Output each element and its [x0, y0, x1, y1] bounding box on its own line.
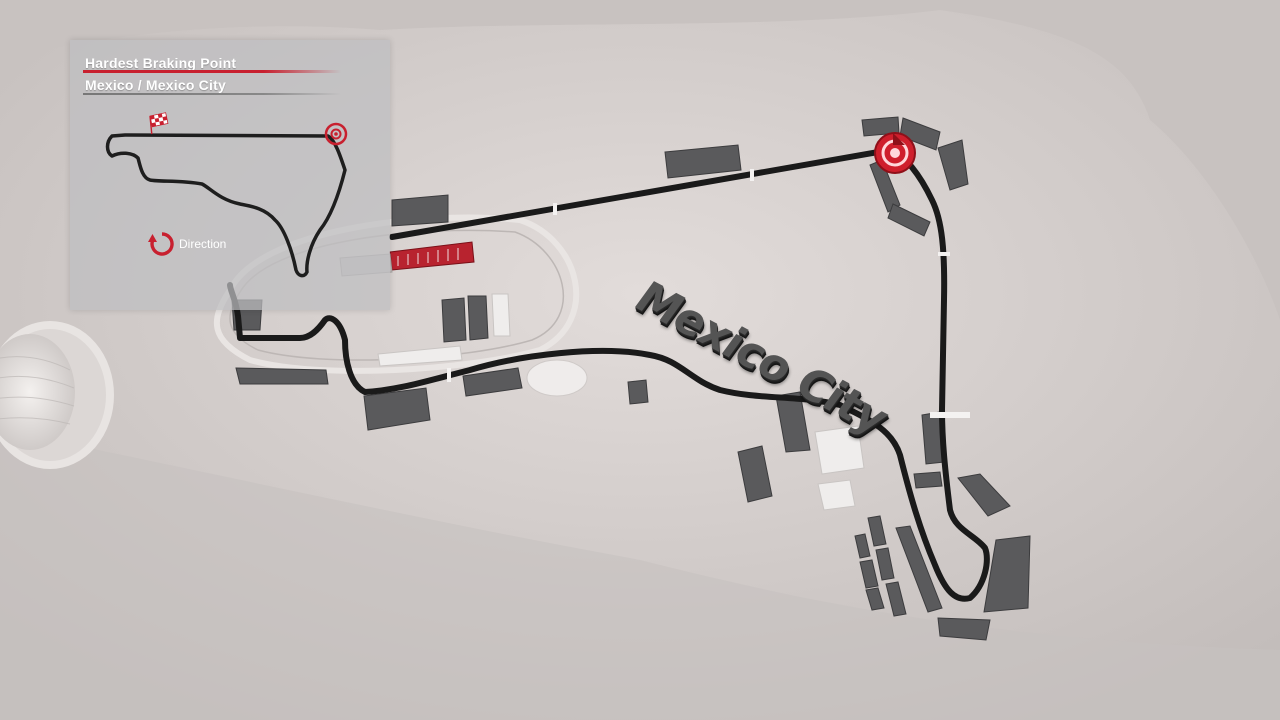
mini-track-map: [105, 112, 348, 278]
title-underline: [83, 70, 341, 73]
pit-buildings: [231, 116, 1031, 641]
panel-subtitle: Mexico / Mexico City: [85, 77, 226, 93]
direction-legend: Direction: [148, 230, 226, 258]
subtitle-underline: [83, 93, 341, 95]
panel-title: Hardest Braking Point: [85, 55, 237, 71]
mini-braking-point-icon: [324, 122, 348, 146]
stadium-dome: [0, 321, 114, 469]
info-panel: Hardest Braking Point Mexico / Mexico Ci…: [70, 40, 390, 310]
mini-track-line: [105, 133, 347, 278]
direction-icon: [148, 232, 174, 256]
dome-building: [526, 359, 588, 397]
checkered-flag-icon: [149, 112, 169, 135]
braking-point-icon: [874, 132, 916, 174]
race-track: [227, 147, 990, 602]
direction-label: Direction: [179, 237, 227, 251]
